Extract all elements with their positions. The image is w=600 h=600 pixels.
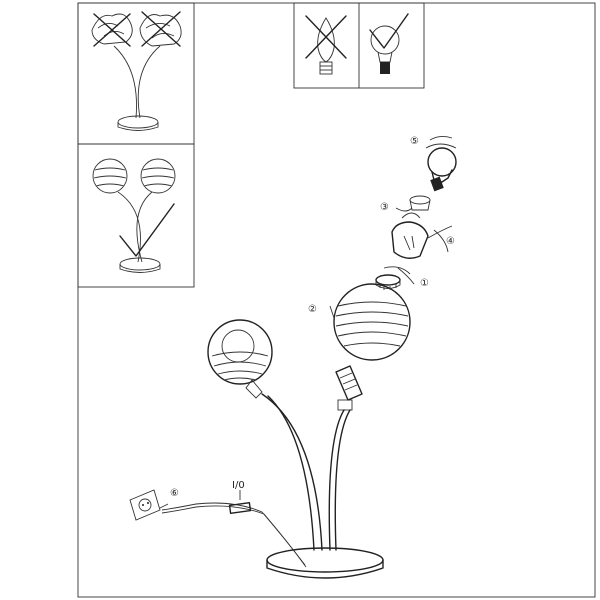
inline-switch: [228, 490, 252, 515]
socket-holder: [335, 365, 363, 411]
step-6-label: ⑥: [170, 488, 179, 499]
glass-globe-right: [140, 158, 176, 194]
lamp-holder: [391, 195, 453, 259]
panel-bulbs: [293, 2, 425, 89]
arrow-4: [433, 229, 449, 253]
candle-bulb-icon: [305, 15, 347, 75]
rotate-arrow-1: [397, 267, 415, 285]
page-frame: [77, 2, 596, 598]
bulb: [425, 143, 457, 192]
ring-nut: [375, 266, 411, 290]
loose-glass-shade: [333, 283, 411, 361]
switch-label: I/0: [232, 480, 245, 491]
check-mark: [119, 203, 175, 257]
panel-right-shade: [77, 143, 195, 288]
rotate-arrow-3: [395, 207, 413, 212]
mounted-globe: [207, 319, 273, 399]
step-2-label: ②: [308, 304, 317, 315]
step-1-label: ①: [420, 278, 429, 289]
glass-globe-left: [92, 158, 128, 194]
arrow-6: [159, 503, 169, 509]
panel-wrong-shade: [77, 2, 195, 145]
exploded-parts: [159, 135, 457, 509]
step-5-label: ⑤: [410, 136, 419, 147]
step-4-label: ④: [446, 236, 455, 247]
cross-mark-left: [93, 13, 131, 47]
globe-bulb-icon: [369, 13, 409, 74]
step-3-label: ③: [380, 202, 389, 213]
arrow-2: [329, 305, 335, 319]
wall-socket-icon: [129, 489, 161, 521]
main-lamp: I/0: [129, 319, 384, 579]
rotate-arrow-5: [429, 135, 453, 141]
cross-mark-right: [141, 11, 181, 47]
